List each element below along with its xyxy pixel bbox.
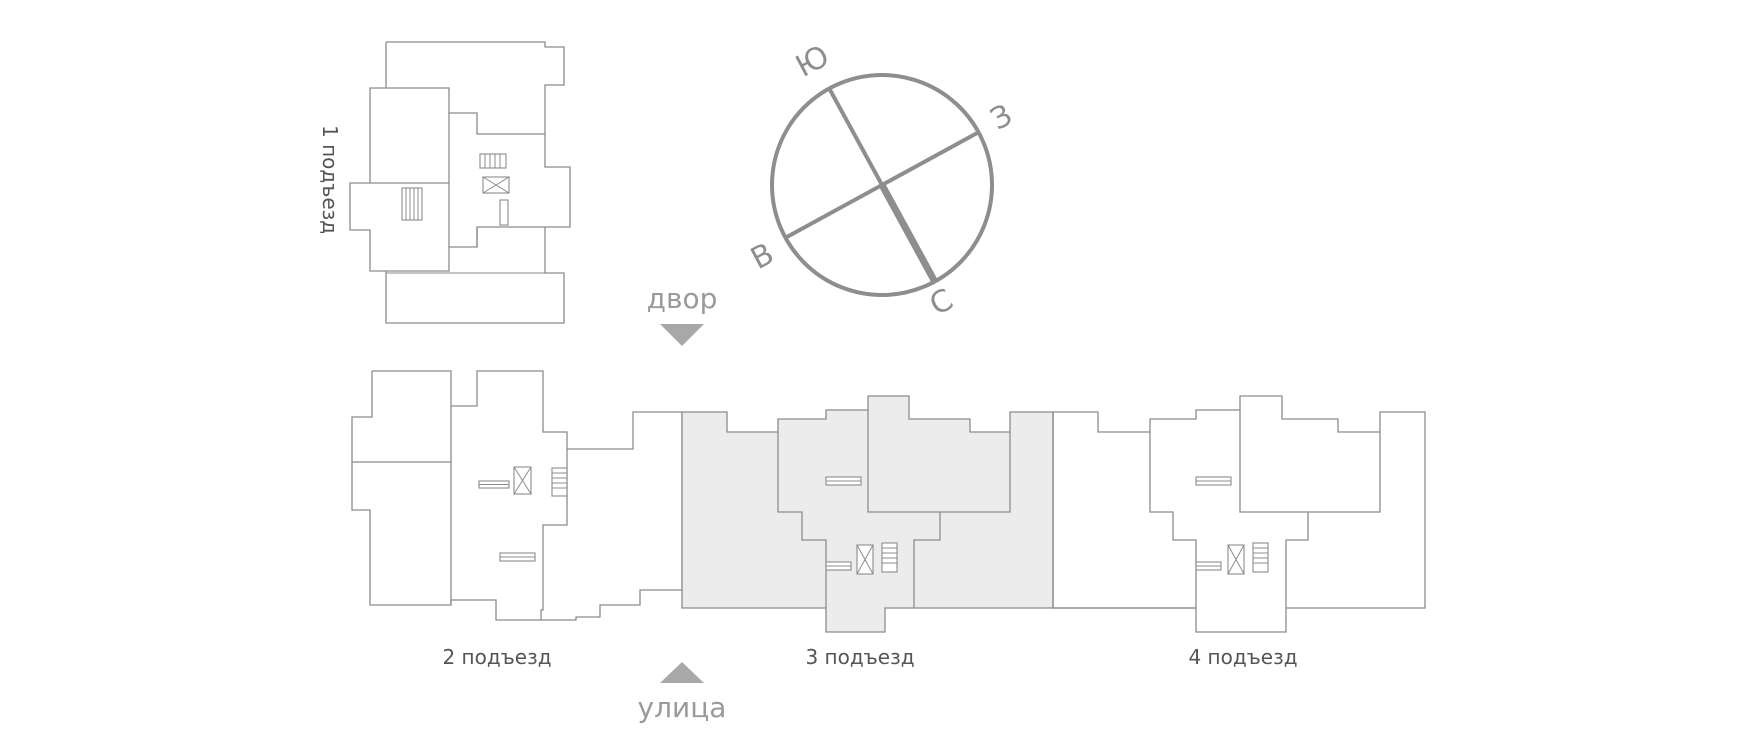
compass-letter-north: С (924, 282, 959, 323)
street-arrow-icon (660, 662, 704, 683)
compass-letter-west: З (985, 98, 1018, 138)
compass-axis-south (827, 87, 884, 186)
entrance-label-4: 4 подъезд (1188, 645, 1297, 669)
courtyard-label: двор (647, 282, 718, 315)
entrance-label-3: 3 подъезд (805, 645, 914, 669)
street-label: улица (638, 691, 727, 724)
section-2[interactable] (351, 370, 683, 621)
compass-letter-south: Ю (790, 39, 835, 85)
stairs-icon (479, 153, 507, 169)
stairs-icon (551, 467, 568, 497)
compass: Ю З В С (745, 39, 1018, 323)
stairs-icon (401, 187, 423, 221)
section-3[interactable] (681, 395, 1054, 633)
section-4[interactable] (1052, 395, 1426, 633)
compass-ring (770, 73, 994, 297)
compass-axis-east-west (784, 130, 980, 240)
entrance-label-1: 1 подъезд (318, 125, 342, 234)
compass-letter-east: В (745, 236, 780, 277)
compass-axis-north (878, 183, 939, 284)
entrance-label-2: 2 подъезд (442, 645, 551, 669)
courtyard-arrow-icon (660, 324, 704, 346)
section-1[interactable] (349, 41, 571, 324)
shaft-icon (499, 199, 509, 226)
